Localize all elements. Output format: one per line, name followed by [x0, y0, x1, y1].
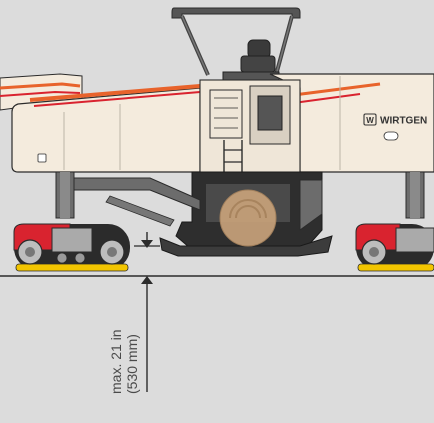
rear-leg: [299, 171, 425, 231]
dimension-arrow-icon: [141, 276, 153, 284]
machine-body: [0, 73, 434, 181]
milling-drum-housing: [159, 171, 333, 257]
milling-depth-dimension: max. 21 in (530 mm): [108, 232, 160, 394]
dimension-label-line1: max. 21 in: [108, 329, 124, 394]
operator-seat: [222, 39, 280, 83]
dimension-label-line2: (530 mm): [124, 334, 140, 394]
rear-crawler-track: [355, 223, 434, 272]
brand-label: WIRTGEN: [380, 116, 427, 127]
dimension-arrow-icon: [141, 240, 153, 248]
front-crawler-track: [13, 223, 130, 272]
brand-mark: W: [366, 116, 374, 125]
front-leg: [55, 171, 201, 227]
canopy: [171, 7, 301, 76]
wirtgen-logo-icon: W WIRTGEN: [363, 113, 427, 127]
milling-drum: [219, 189, 277, 247]
